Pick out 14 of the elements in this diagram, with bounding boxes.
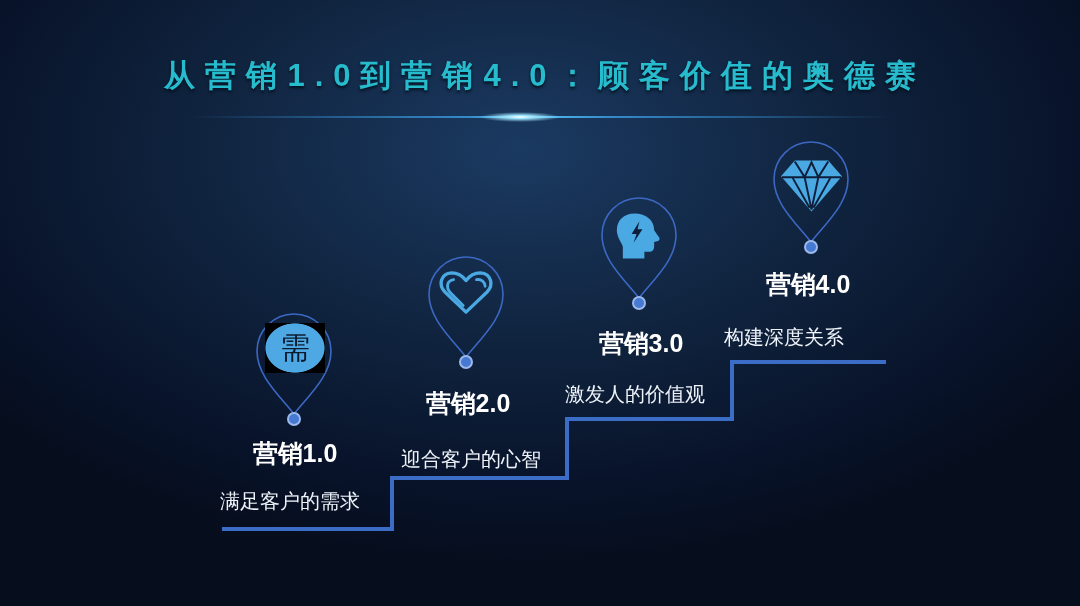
map-pin (772, 139, 850, 255)
character-label: 需 (265, 323, 325, 373)
stage-description: 激发人的价值观 (565, 383, 705, 405)
title: 从营销1.0到营销4.0：顾客价值的奥德赛 (164, 57, 926, 95)
stage-heading: 营销2.0 (425, 390, 511, 418)
stage-heading: 营销4.0 (765, 271, 851, 299)
map-pin (600, 195, 678, 311)
map-pin (427, 254, 505, 370)
stage-heading: 营销1.0 (252, 440, 338, 468)
map-pin (255, 311, 333, 427)
stage-description: 满足客户的需求 (220, 490, 360, 512)
stage-description: 迎合客户的心智 (401, 448, 541, 470)
stage-heading: 营销3.0 (598, 330, 684, 358)
stage-description: 构建深度关系 (724, 326, 844, 348)
